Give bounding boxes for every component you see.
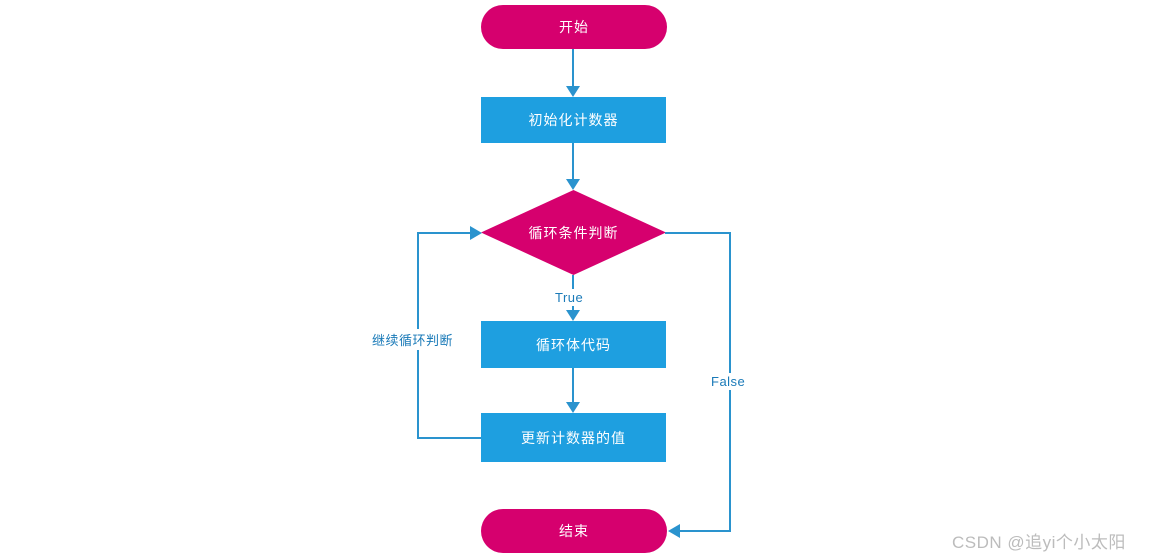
loop-body-node: 循环体代码: [481, 321, 666, 368]
arrowhead-down-icon: [566, 402, 580, 413]
csdn-watermark: CSDN @追yi个小太阳: [952, 533, 1126, 552]
update-counter-node-label: 更新计数器的值: [521, 429, 626, 446]
loop-condition-label: 循环条件判断: [528, 224, 619, 241]
edge-body-to-update: [572, 368, 574, 404]
edge-init-to-condition: [572, 143, 574, 181]
update-counter-node: 更新计数器的值: [481, 413, 666, 462]
edge-start-to-init: [572, 49, 574, 88]
end-node: 结束: [481, 509, 667, 553]
loop-condition-diamond: 循环条件判断: [481, 190, 666, 275]
start-node: 开始: [481, 5, 667, 49]
loop-back-label: 继续循环判断: [370, 329, 456, 350]
arrowhead-down-icon: [566, 179, 580, 190]
arrowhead-right-icon: [470, 226, 482, 240]
edge-false-bottom: [680, 530, 731, 532]
edge-false-top: [665, 232, 731, 234]
edge-loopback-bottom: [417, 437, 481, 439]
init-counter-node-label: 初始化计数器: [528, 112, 619, 128]
arrowhead-down-icon: [566, 86, 580, 97]
end-node-label: 结束: [559, 523, 589, 539]
loop-body-node-label: 循环体代码: [536, 336, 611, 353]
arrowhead-down-icon: [566, 310, 580, 321]
start-node-label: 开始: [559, 19, 589, 35]
edge-loopback-top: [417, 232, 470, 234]
arrowhead-left-icon: [668, 524, 680, 538]
diamond-shape: [481, 190, 666, 275]
true-branch-label: True: [553, 289, 586, 306]
false-branch-label: False: [709, 373, 748, 390]
init-counter-node: 初始化计数器: [481, 97, 666, 143]
